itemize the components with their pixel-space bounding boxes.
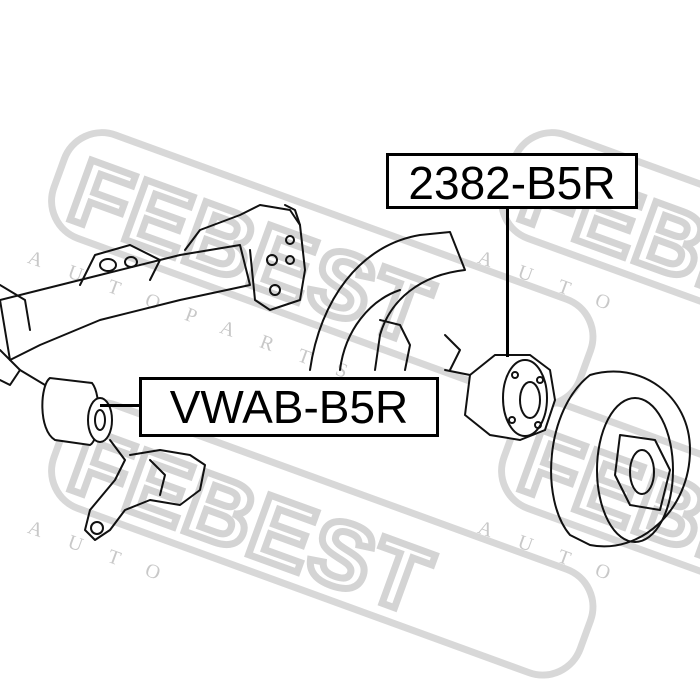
brake-backing-plate [309,231,466,371]
axle-bushing-drawing [19,369,206,541]
wheel-hub-bearing-drawing [444,354,557,442]
brake-disc-drawing [550,370,691,548]
axle-bushing-leader-line [100,404,142,407]
axle-beam [0,204,306,386]
part-label-hub-bearing: 2382-B5R [386,153,638,209]
part-label-axle-bushing: VWAB-B5R [139,377,439,437]
hub-bearing-leader-line [506,207,509,357]
